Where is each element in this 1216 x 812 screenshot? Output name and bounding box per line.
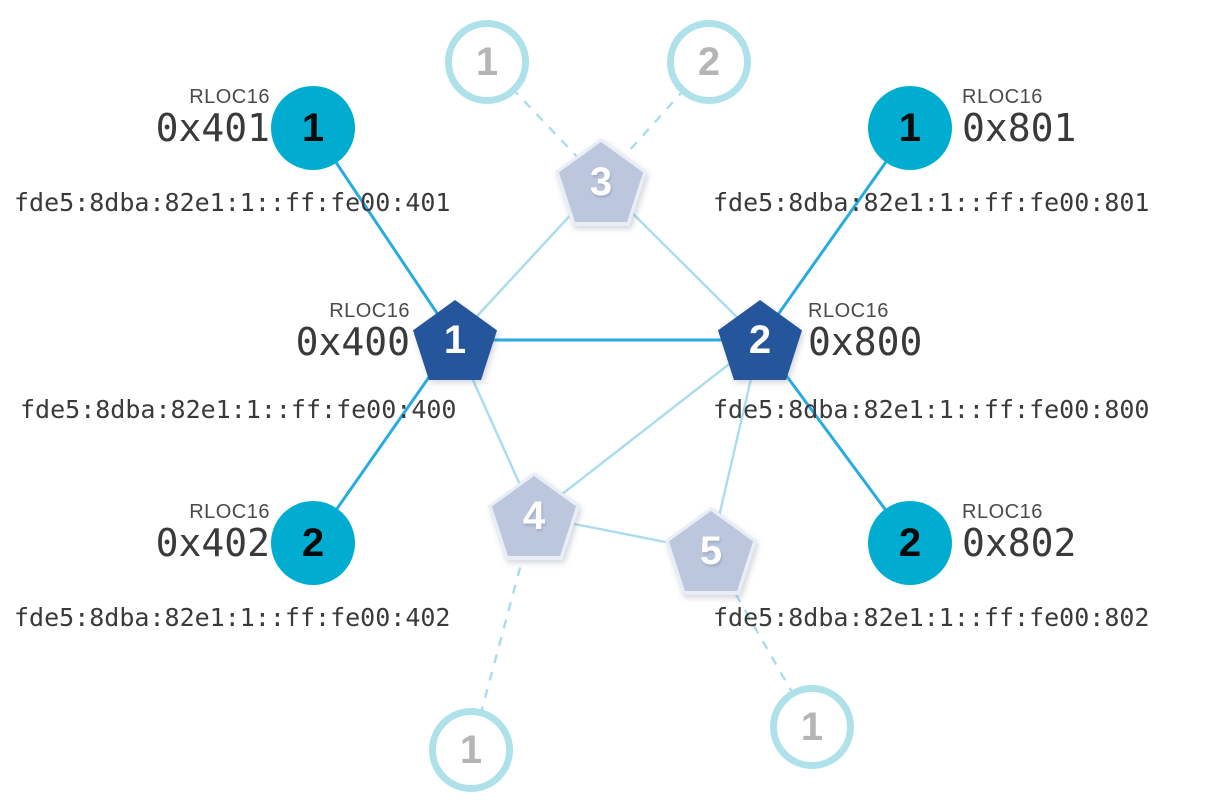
link-router800-router4: [533, 339, 761, 517]
child-bottom-right-number: 1: [800, 705, 824, 749]
child-top-right-number: 2: [697, 40, 721, 84]
child-401-address: fde5:8dba:82e1:1::ff:fe00:401: [14, 188, 451, 217]
child-802-address: fde5:8dba:82e1:1::ff:fe00:802: [713, 603, 1150, 632]
router-800-rloc-title: RLOC16: [808, 300, 889, 322]
router-400-address: fde5:8dba:82e1:1::ff:fe00:400: [20, 395, 457, 424]
router-node-4[interactable]: 4: [488, 472, 580, 560]
router-800-rloc-value: 0x800: [808, 320, 923, 364]
child-top-left-number: 1: [475, 40, 499, 84]
label-child-802: RLOC16 0x802: [962, 501, 1212, 564]
label-child-402: RLOC16 0x402: [20, 501, 270, 564]
child-402-number: 2: [301, 521, 325, 565]
child-node-802[interactable]: 2: [868, 501, 952, 585]
child-bottom-left-number: 1: [459, 728, 483, 772]
router-node-800[interactable]: 2: [718, 300, 802, 380]
child-402-rloc-title: RLOC16: [189, 501, 270, 523]
child-802-rloc-title: RLOC16: [962, 501, 1043, 523]
label-child-801: RLOC16 0x801: [962, 86, 1212, 149]
router-400-rloc-title: RLOC16: [329, 300, 410, 322]
router-4-outline: 4: [488, 472, 580, 560]
child-node-801[interactable]: 1: [868, 86, 952, 170]
child-node-402[interactable]: 2: [271, 501, 355, 585]
router-4-body: 4: [492, 476, 576, 556]
child-node-401[interactable]: 1: [271, 86, 355, 170]
child-801-number: 1: [898, 106, 922, 150]
router-node-400[interactable]: 1: [413, 300, 497, 380]
link-child401-router400: [311, 127, 457, 341]
child-802-rloc-value: 0x802: [962, 521, 1077, 565]
router-5-outline: 5: [665, 507, 757, 595]
router-4-number: 4: [522, 494, 546, 538]
router-800-address: fde5:8dba:82e1:1::ff:fe00:800: [713, 395, 1150, 424]
child-node-top-right[interactable]: 2: [667, 20, 751, 104]
router-5-number: 5: [699, 529, 723, 573]
router-node-3[interactable]: 3: [555, 138, 647, 226]
child-node-bottom-right[interactable]: 1: [770, 685, 854, 769]
router-400-rloc-value: 0x400: [295, 320, 410, 364]
router-3-number: 3: [589, 160, 613, 204]
child-401-rloc-title: RLOC16: [189, 86, 270, 108]
router-400-body: 1: [413, 300, 497, 380]
router-400-number: 1: [443, 318, 467, 362]
child-401-number: 1: [301, 106, 325, 150]
router-node-5[interactable]: 5: [665, 507, 757, 595]
label-child-401: RLOC16 0x401: [20, 86, 270, 149]
child-401-rloc-value: 0x401: [155, 106, 270, 150]
router-3-outline: 3: [555, 138, 647, 226]
router-800-body: 2: [718, 300, 802, 380]
child-402-address: fde5:8dba:82e1:1::ff:fe00:402: [14, 603, 451, 632]
router-800-number: 2: [748, 318, 772, 362]
child-402-rloc-value: 0x402: [155, 521, 270, 565]
child-node-bottom-left[interactable]: 1: [429, 708, 513, 792]
label-router-800: RLOC16 0x800: [808, 300, 1058, 363]
router-3-body: 3: [559, 142, 643, 222]
child-801-rloc-value: 0x801: [962, 106, 1077, 150]
child-node-top-left[interactable]: 1: [445, 20, 529, 104]
router-5-body: 5: [669, 511, 753, 591]
label-router-400: RLOC16 0x400: [160, 300, 410, 363]
child-802-number: 2: [898, 521, 922, 565]
link-child801-router800: [758, 127, 912, 341]
child-801-rloc-title: RLOC16: [962, 86, 1043, 108]
child-801-address: fde5:8dba:82e1:1::ff:fe00:801: [713, 188, 1150, 217]
